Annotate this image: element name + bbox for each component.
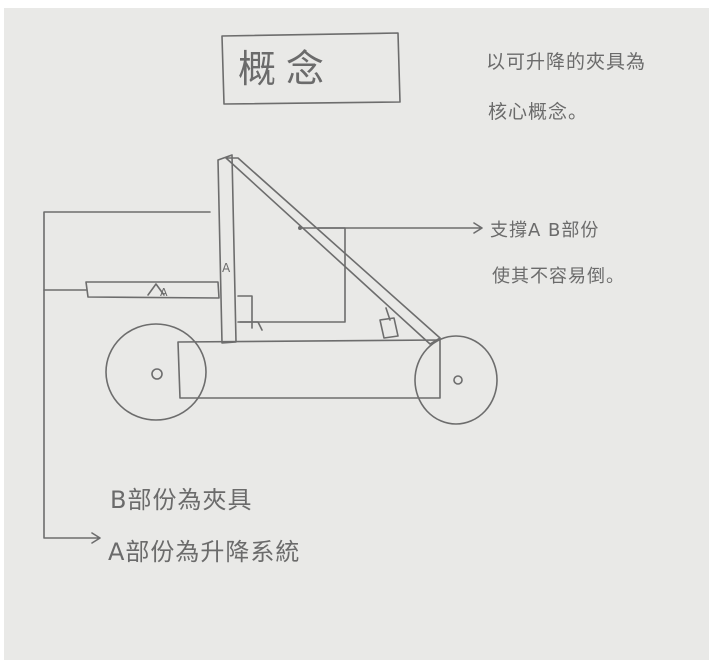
left-axle xyxy=(151,368,163,380)
top-note-line2: 核心概念。 xyxy=(488,100,588,123)
reference-line xyxy=(237,227,346,323)
right-axle xyxy=(453,375,463,385)
left-wheel xyxy=(105,323,207,421)
horizontal-arm xyxy=(85,281,220,299)
vehicle-body xyxy=(177,339,441,399)
post-bracket xyxy=(237,295,263,331)
post-mark: A xyxy=(222,261,231,275)
right-wheel xyxy=(414,335,498,425)
left-bracket-line xyxy=(43,211,211,544)
strut-foot xyxy=(379,307,399,339)
bottom-note-line1: B部份為夾具 xyxy=(110,486,252,514)
title-box xyxy=(221,32,401,105)
paper-sheet xyxy=(4,8,709,660)
top-note-line1: 以可升降的夾具為 xyxy=(486,51,646,73)
arm-mark: A xyxy=(160,286,168,299)
strut-note-line1: 支撐A B部份 xyxy=(490,220,599,241)
title-text: 概念 xyxy=(238,47,334,91)
vertical-post xyxy=(217,154,237,344)
strut-leader xyxy=(299,222,483,234)
bottom-note-line2: A部份為升降系統 xyxy=(108,538,300,566)
diagonal-strut xyxy=(225,157,441,345)
arm-bracket xyxy=(147,283,165,296)
strut-note-line2: 使其不容易倒。 xyxy=(492,266,625,287)
